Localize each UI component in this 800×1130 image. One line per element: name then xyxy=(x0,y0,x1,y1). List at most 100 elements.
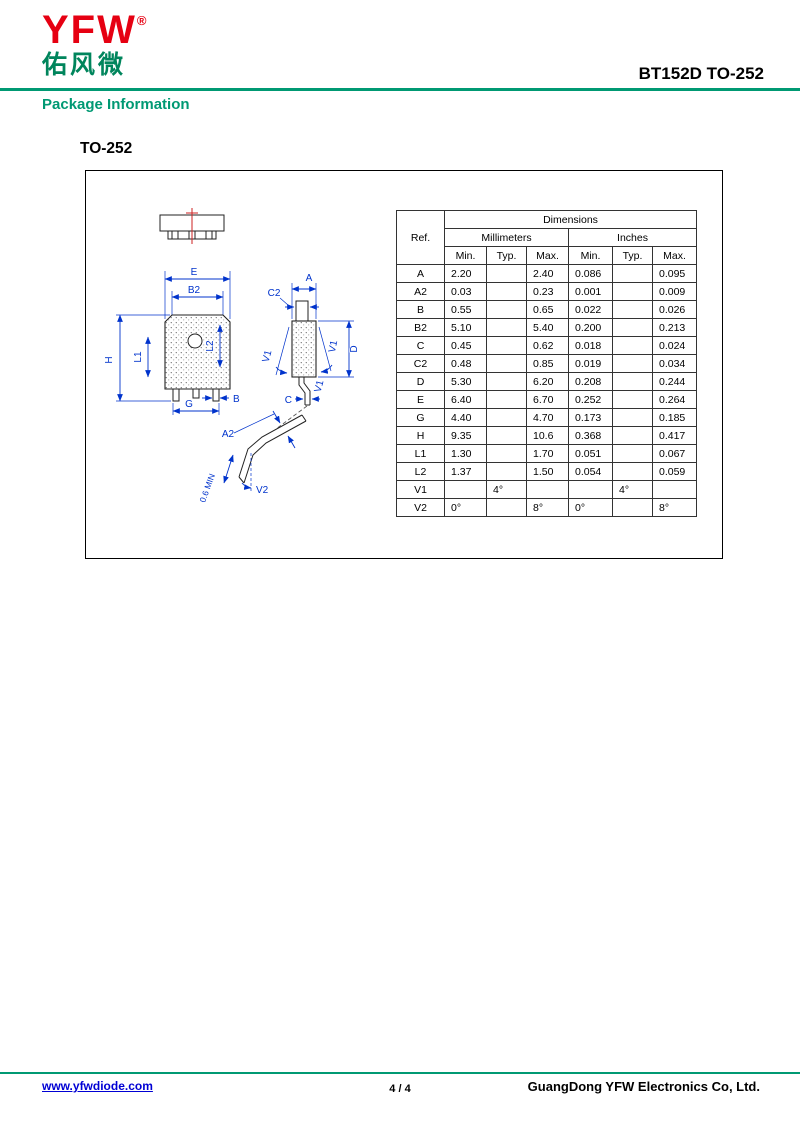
ref-cell: V2 xyxy=(396,498,445,517)
value-cell: 10.6 xyxy=(526,426,569,445)
value-cell: 0.019 xyxy=(568,354,613,373)
section-label: Package Information xyxy=(42,96,190,113)
company-name: GuangDong YFW Electronics Co, Ltd. xyxy=(527,1079,760,1094)
value-cell xyxy=(612,408,653,427)
col-header-in-max: Max. xyxy=(652,246,697,265)
lead-left xyxy=(172,388,180,402)
value-cell: 0.024 xyxy=(652,336,697,355)
col-header-mm-typ: Typ. xyxy=(486,246,527,265)
lead-right xyxy=(212,388,220,402)
dim-label-h: H xyxy=(104,356,115,363)
value-cell: 1.30 xyxy=(444,444,487,463)
value-cell xyxy=(612,300,653,319)
value-cell xyxy=(486,318,527,337)
value-cell: 0.067 xyxy=(652,444,697,463)
footer-rule xyxy=(0,1072,800,1074)
value-cell xyxy=(612,336,653,355)
value-cell: 0.417 xyxy=(652,426,697,445)
website-link[interactable]: www.yfwdiode.com xyxy=(42,1079,153,1093)
value-cell xyxy=(612,444,653,463)
dim-label-v1-right: V1 xyxy=(327,339,340,354)
value-cell: 0.059 xyxy=(652,462,697,481)
col-header-mm-max: Max. xyxy=(526,246,569,265)
millimeters-header: Millimeters xyxy=(444,228,569,247)
logo: YFW® 佑风微 xyxy=(42,10,146,78)
value-cell: 0.23 xyxy=(526,282,569,301)
dim-label-c2: C2 xyxy=(268,288,281,299)
inches-header: Inches xyxy=(568,228,697,247)
ref-cell: A xyxy=(396,264,445,283)
value-cell: 0.095 xyxy=(652,264,697,283)
tab-side xyxy=(295,300,309,322)
part-number: BT152D TO-252 xyxy=(638,64,764,83)
value-cell: 0.03 xyxy=(444,282,487,301)
dim-label-v2: V2 xyxy=(256,485,269,496)
ref-cell: L1 xyxy=(396,444,445,463)
value-cell: 5.40 xyxy=(526,318,569,337)
value-cell: 9.35 xyxy=(444,426,487,445)
value-cell xyxy=(612,264,653,283)
dimensions-table: Ref. Dimensions Millimeters Inches Min. … xyxy=(396,210,697,517)
col-header-in-typ: Typ. xyxy=(612,246,653,265)
value-cell: 5.10 xyxy=(444,318,487,337)
ref-cell: D xyxy=(396,372,445,391)
value-cell xyxy=(612,462,653,481)
value-cell: 0.086 xyxy=(568,264,613,283)
ref-cell: B xyxy=(396,300,445,319)
value-cell: 0° xyxy=(568,498,613,517)
value-cell: 0.45 xyxy=(444,336,487,355)
value-cell xyxy=(486,282,527,301)
value-cell: 0.208 xyxy=(568,372,613,391)
col-header-mm-min: Min. xyxy=(444,246,487,265)
value-cell xyxy=(612,318,653,337)
dim-label-min-standoff: 0.6 MIN xyxy=(197,472,217,503)
value-cell: 8° xyxy=(526,498,569,517)
package-body-side xyxy=(291,320,317,378)
dim-label-a2: A2 xyxy=(222,429,235,440)
logo-wordmark: YFW® xyxy=(42,10,146,50)
dim-label-l1: L1 xyxy=(133,351,144,363)
value-cell: 0.001 xyxy=(568,282,613,301)
value-cell: 0.051 xyxy=(568,444,613,463)
value-cell: 6.40 xyxy=(444,390,487,409)
dim-label-b: B xyxy=(233,394,240,405)
value-cell: 0.55 xyxy=(444,300,487,319)
dim-label-l2: L2 xyxy=(205,340,216,352)
value-cell xyxy=(486,372,527,391)
value-cell: 5.30 xyxy=(444,372,487,391)
value-cell xyxy=(486,336,527,355)
value-cell: 0.65 xyxy=(526,300,569,319)
value-cell: 0.173 xyxy=(568,408,613,427)
value-cell: 0.026 xyxy=(652,300,697,319)
value-cell: 6.70 xyxy=(526,390,569,409)
value-cell: 0.85 xyxy=(526,354,569,373)
lead-middle xyxy=(192,388,200,399)
package-side-view: A C2 V1 V1 D V1 xyxy=(260,272,361,407)
min-typ-max-header-row: Min. Typ. Max. Min. Typ. Max. xyxy=(397,246,697,265)
value-cell: 1.70 xyxy=(526,444,569,463)
value-cell: 0.018 xyxy=(568,336,613,355)
lead-side-profile xyxy=(298,377,306,405)
value-cell: 2.20 xyxy=(444,264,487,283)
page-number: 4 / 4 xyxy=(389,1083,411,1095)
value-cell: 0.62 xyxy=(526,336,569,355)
value-cell xyxy=(486,426,527,445)
value-cell: 0.022 xyxy=(568,300,613,319)
registered-trademark-icon: ® xyxy=(136,13,147,28)
value-cell: 6.20 xyxy=(526,372,569,391)
table-title-row: Ref. Dimensions xyxy=(396,210,697,265)
ref-cell: G xyxy=(396,408,445,427)
